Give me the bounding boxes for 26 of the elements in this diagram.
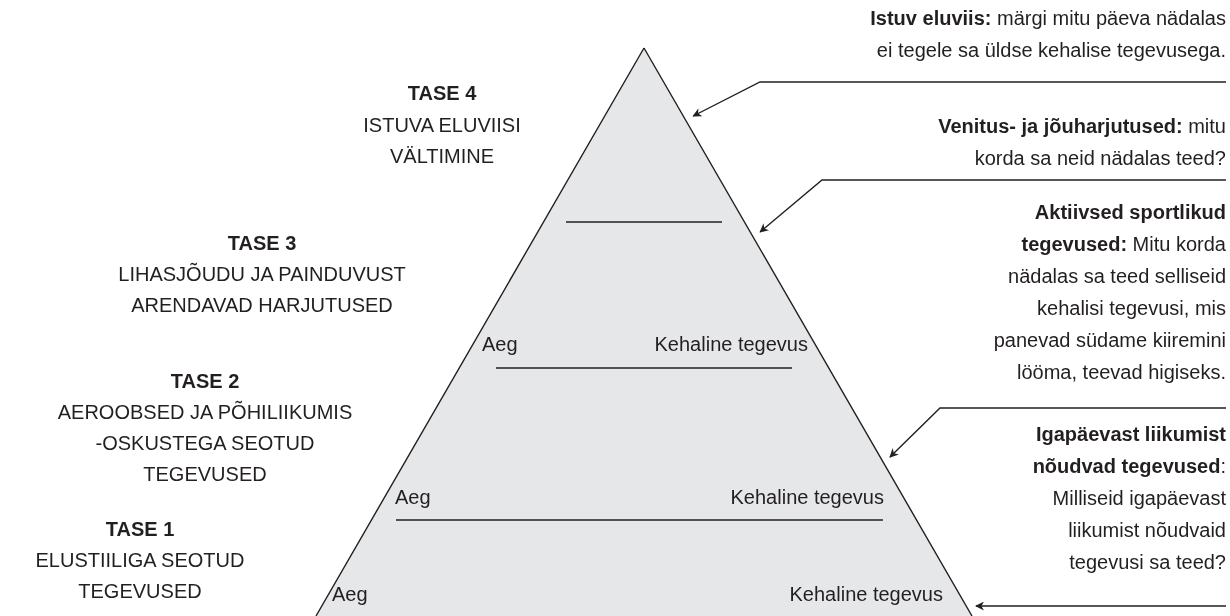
leader-arrow <box>889 407 1227 458</box>
level-description: ISTUVA ELUVIISI VÄLTIMINE <box>362 113 522 169</box>
field-label: Kehaline tegevus <box>789 582 943 606</box>
pyramid-tier <box>316 530 972 616</box>
leader-arrow <box>975 601 1227 611</box>
field-label: Aeg <box>395 485 431 509</box>
level-heading: TASE 2 <box>169 369 241 394</box>
field-label: Aeg <box>482 332 518 356</box>
leader-arrow <box>692 81 1227 117</box>
level-description: ELUSTIILIGA SEOTUD TEGEVUSED <box>34 548 246 604</box>
annotation-text: Aktiivsed sportlikud tegevused: Mitu korda nädalas sa teed selliseid kehalisi tegevusi, mis panevad südame kiiremini lööma, teevad higiseks. <box>986 196 1226 408</box>
pyramid-tier <box>365 375 923 530</box>
field-label: Aeg <box>332 582 368 606</box>
level-description: AEROOBSED JA PÕHILIIKUMIS -OSKUSTEGA SEOTUD TEGEVUSED <box>56 399 354 487</box>
annotation-text: Venitus- ja jõuharjutused: mitu korda sa neid nädalas teed? <box>920 110 1226 180</box>
annotation-text: Igapäevast liikumist nõudvad tegevused: Milliseid igapäevast liikumist nõudvaid tegevusi sa teed? <box>1008 418 1226 606</box>
level-heading: TASE 3 <box>226 231 298 256</box>
field-label: Kehaline tegevus <box>654 332 808 356</box>
annotation-text: Istuv eluviis: märgi mitu päeva nädalas ei tegele sa üldse kehalise tegevusega. <box>856 2 1226 82</box>
level-heading: TASE 1 <box>104 517 176 542</box>
leader-arrow <box>759 179 1227 233</box>
pyramid-tier <box>455 228 833 375</box>
level-description: LIHASJÕUDU JA PAINDUVUST ARENDAVAD HARJUTUSED <box>117 261 407 318</box>
pyramid-tier <box>540 48 748 228</box>
field-label: Kehaline tegevus <box>730 485 884 509</box>
level-heading: TASE 4 <box>406 81 478 106</box>
